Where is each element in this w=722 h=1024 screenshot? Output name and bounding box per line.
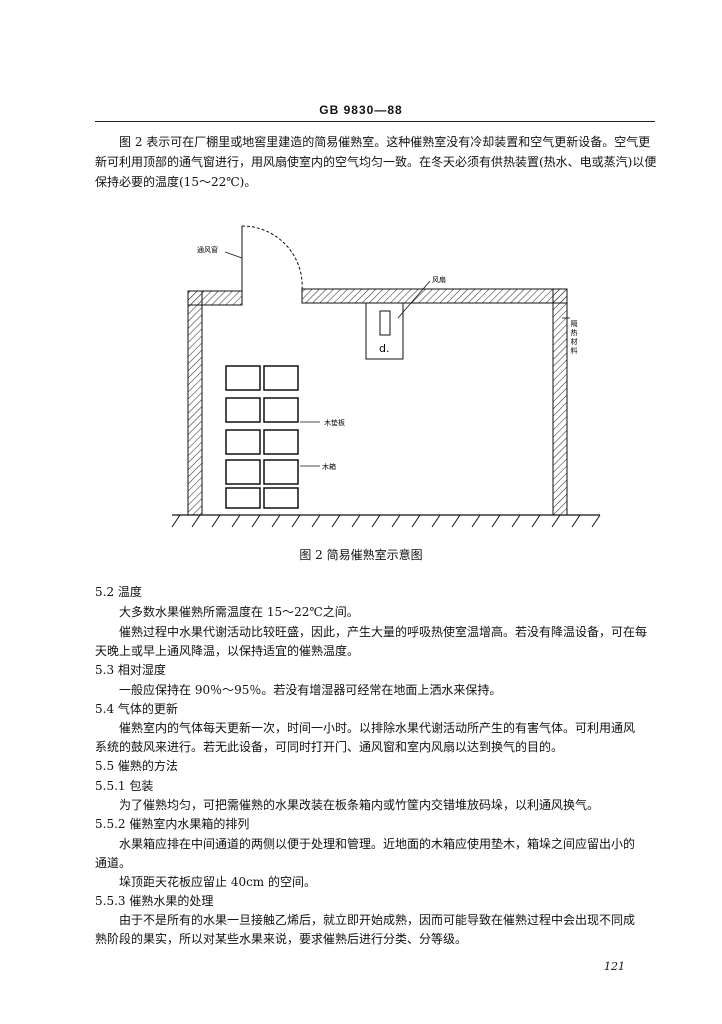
page-header: GB 9830—88 [319, 103, 403, 117]
insulation-label: 隔热材料 [570, 319, 578, 356]
section-5-5-1-title: 5.5.1 包装 [95, 779, 154, 793]
section-5-5-2-text-2: 通道。 [95, 856, 132, 870]
section-5-5-2-title: 5.5.2 催熟室内水果箱的排列 [95, 817, 250, 831]
section-5-3-title: 5.3 相对湿度 [95, 663, 166, 677]
fan-unit [365, 302, 404, 360]
section-5-5-2-text-3: 垛顶距天花板应留止 40cm 的空间。 [119, 875, 316, 889]
section-5-5-2-text-1: 水果箱应排在中间通道的两侧以便于处理和管理。近地面的木箱应使用垫木，箱垛之间应留… [119, 837, 636, 851]
section-5-3-text: 一般应保持在 90％～95％。若没有增湿器可经常在地面上洒水来保持。 [119, 683, 502, 697]
fan-mark: d. [379, 342, 389, 355]
section-5-4-text-2: 系统的鼓风来进行。若无此设备，可同时打开门、通风窗和室内风扇以达到换气的目的。 [95, 740, 564, 754]
ground-hatching [171, 514, 601, 528]
room-walls [187, 288, 568, 516]
page-number: 121 [604, 960, 625, 973]
section-5-2-text-1: 大多数水果催熟所需温度在 15～22℃之间。 [119, 605, 359, 619]
section-5-2-text-2: 催熟过程中水果代谢活动比较旺盛，因此，产生大量的呼吸热使室温增高。若没有降温设备… [119, 625, 648, 639]
box-label: 木箱 [322, 462, 336, 471]
box-stack-right [263, 365, 299, 509]
section-5-5-3-title: 5.5.3 催熟水果的处理 [95, 894, 214, 908]
section-5-5-3-text-2: 熟阶段的果实，所以对某些水果来说，要求催熟后进行分类、分等级。 [95, 932, 468, 946]
leader-lines [224, 251, 570, 467]
ripening-room-diagram: d. 通风窗 风扇 木垫板 木箱 隔热材料 [171, 225, 601, 528]
section-5-4-title: 5.4 气体的更新 [95, 702, 178, 716]
section-5-5-title: 5.5 催熟的方法 [95, 759, 178, 773]
vent-door [241, 225, 303, 305]
section-5-4-text-1: 催熟室内的气体每天更新一次，时间一小时。以排除水果代谢活动所产生的有害气体。可利… [119, 721, 636, 735]
header-rule [95, 121, 655, 122]
section-5-2-text-3: 天晚上或早上通风降温，以保持适宜的催熟温度。 [95, 644, 360, 658]
intro-paragraph: 图 2 表示可在厂棚里或地窖里建造的简易催熟室。这种催熟室没有冷却装置和空气更新… [95, 135, 657, 189]
figure-caption: 图 2 简易催熟室示意图 [299, 548, 423, 562]
fan-label: 风扇 [432, 275, 446, 284]
section-5-2-title: 5.2 温度 [95, 585, 142, 599]
vent-label: 通风窗 [197, 245, 218, 254]
section-5-5-3-text-1: 由于不是所有的水果一旦接触乙烯后，就立即开始成熟，因而可能导致在催熟过程中会出现… [119, 913, 636, 927]
pad-label: 木垫板 [324, 418, 345, 427]
section-5-5-1-text: 为了催熟均匀，可把需催熟的水果改装在板条箱内或竹筐内交错堆放码垛，以利通风换气。 [119, 798, 600, 812]
box-stack-left [225, 365, 261, 509]
